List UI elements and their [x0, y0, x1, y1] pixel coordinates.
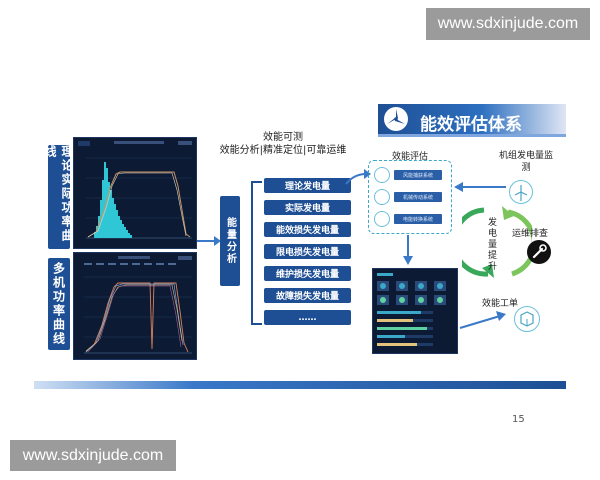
eval-wind-icon	[374, 167, 390, 183]
multi-turbine-power-chart	[73, 252, 197, 360]
page-title: 能效评估体系	[420, 115, 522, 135]
page-number: 15	[512, 414, 525, 425]
eval-row-wind-capture: 风能捕获系统	[394, 170, 442, 180]
arrow-to-analysis	[197, 236, 221, 246]
item-actual-generation: 实际发电量	[264, 200, 351, 215]
arrow-to-evaluation	[345, 169, 371, 185]
monitor-label: 机组发电量监测	[498, 151, 553, 173]
turbine-monitor-icon	[509, 180, 533, 204]
eval-box	[368, 160, 452, 234]
item-theoretical-generation: 理论发电量	[264, 178, 351, 193]
wrench-icon	[527, 240, 551, 264]
dashboard-panel	[372, 268, 458, 354]
label-theoretical-power-curve: 理论实际功率曲线	[43, 145, 74, 249]
items-bracket	[251, 181, 262, 325]
energy-analysis-label: 能量分析	[220, 196, 240, 286]
eval-row-electrical: 电能转换系统	[394, 214, 442, 224]
arrow-monitor-to-eval	[454, 182, 506, 192]
eval-title: 效能评估	[392, 152, 429, 162]
arrow-to-dashboard	[403, 235, 413, 265]
label-multi-turbine-power-curve: 多机功率曲线	[48, 258, 70, 350]
item-fault-loss: 故障损失发电量	[264, 288, 351, 303]
eval-row-mechanical: 机械传动系统	[394, 192, 442, 202]
center-title-line1: 效能可测	[263, 132, 303, 143]
arrow-to-workorder	[459, 311, 506, 329]
header-bar-accent	[378, 134, 566, 137]
eval-gear-icon	[374, 189, 390, 205]
center-title-line2: 效能分析|精准定位|可靠运维	[219, 145, 347, 156]
header-banner	[378, 104, 566, 134]
watermark-top: www.sdxinjude.com	[426, 8, 590, 40]
eval-power-icon	[374, 211, 390, 227]
item-maintenance-loss: 维护损失发电量	[264, 266, 351, 281]
item-more: ……	[264, 310, 351, 325]
bottom-rule	[34, 381, 566, 389]
cycle-label: 发电量提升	[488, 218, 498, 272]
troubleshoot-label: 运维排查	[512, 229, 549, 239]
theoretical-power-chart	[73, 137, 197, 249]
cycle-arrows	[462, 206, 532, 278]
workorder-label: 效能工单	[482, 299, 519, 309]
item-efficiency-loss: 能效损失发电量	[264, 222, 351, 237]
workorder-icon	[514, 306, 540, 332]
item-curtailment-loss: 限电损失发电量	[264, 244, 351, 259]
watermark-bottom: www.sdxinjude.com	[10, 440, 176, 471]
fan-logo-icon	[383, 106, 409, 132]
